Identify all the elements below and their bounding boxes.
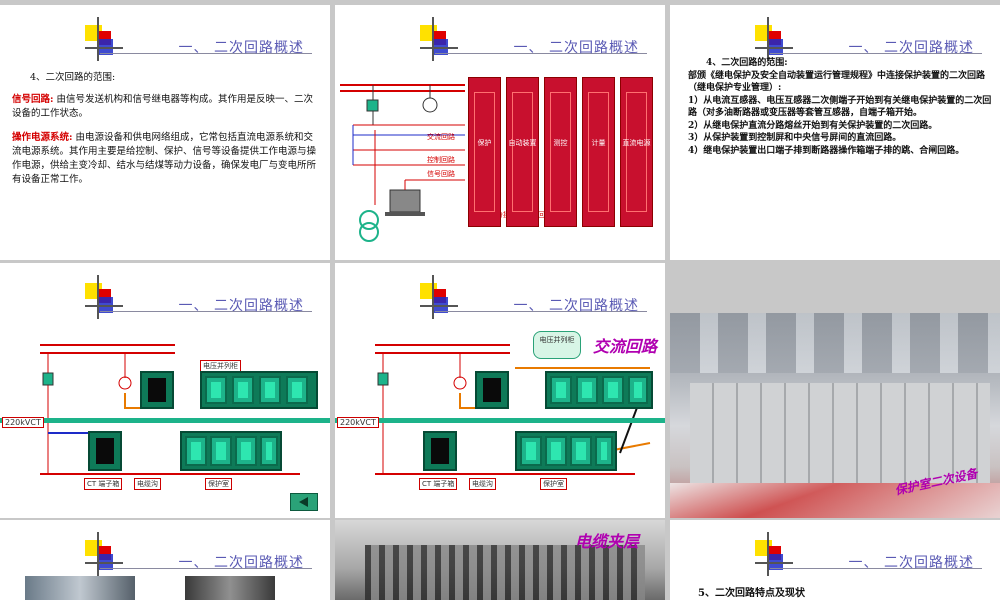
scope-line-0: 部颁《继电保护及安全自动装置运行管理规程》中连接保护装置的二次回路（继电保护专业… (688, 70, 986, 94)
panel-bubble: 电压并列柜 (533, 331, 581, 359)
slide-body: 4、二次回路的范围: 信号回路: 由信号发送机构和信号继电器等构成。其作用是反映… (12, 71, 320, 187)
voltage-tag: 220kVCT (337, 417, 379, 428)
slide-1[interactable]: 一、 二次回路概述 4、二次回路的范围: 信号回路: 由信号发送机构和信号继电器… (0, 5, 330, 260)
scope-line-4: 4）继电保护装置出口端子排到断路器操作箱端子排的跳、合闸回路。 (688, 145, 965, 156)
slide-5[interactable]: 一、 二次回路概述 电压并列柜 交流回路 220kVCT CT 端子箱 电缆沟 … (335, 263, 665, 518)
slide-4[interactable]: 一、 二次回路概述 电压并列柜 220kVCT CT 端子箱 电缆沟 保护室 (0, 263, 330, 518)
scope-line-2: 2）从继电保护直流分路熔丝开始到有关保护装置的二次回路。 (688, 120, 938, 131)
prev-slide-button[interactable] (290, 493, 318, 511)
slide-title: 一、 二次回路概述 (513, 298, 639, 314)
photo-right (185, 576, 275, 600)
slide-title: 一、 二次回路概述 (848, 40, 974, 56)
circuit-diagram (340, 84, 465, 242)
slide-logo (420, 275, 460, 321)
slide-2[interactable]: 一、 二次回路概述 交流回路 控制回路 信号回路 主主变分接开关调节回路 保护 … (335, 5, 665, 260)
cabinet-automation: 自动装置 (506, 77, 539, 227)
cabinet-row: 保护 自动装置 测控 计量 直流电源 (468, 77, 663, 247)
power-term: 操作电源系统: (12, 132, 73, 143)
title-rule (770, 53, 982, 54)
slide-title: 一、 二次回路概述 (848, 555, 974, 571)
slide-logo (85, 532, 125, 578)
title-rule (435, 53, 647, 54)
section-heading: 5、二次回路特点及现状 (698, 588, 805, 599)
red-floor-stripe (670, 483, 1000, 518)
panel-row-upper (545, 371, 653, 409)
panel-row-upper (200, 371, 318, 409)
slide-title: 一、 二次回路概述 (178, 555, 304, 571)
cabinet-rows (690, 383, 990, 483)
power-paragraph: 操作电源系统: 由电源设备和供电网络组成，它常包括直流电源系统和交流电源系统。其… (12, 131, 320, 187)
cabinet-dark-lower (423, 431, 457, 471)
cable-trench-tag: 电缆沟 (134, 478, 161, 490)
bus-diagram (40, 344, 175, 473)
cabinet-metering: 计量 (582, 77, 615, 227)
photo-caption: 电缆夹层 (574, 532, 639, 551)
panel-row-lower (515, 431, 617, 471)
slide-body: 4、二次回路的范围: 部颁《继电保护及安全自动装置运行管理规程》中连接保护装置的… (688, 57, 992, 157)
cabinet-dc-power: 直流电源 (620, 77, 653, 227)
title-rule (100, 53, 312, 54)
scope-line-3: 3）从保护装置到控制屏和中央信号屏间的直流回路。 (688, 133, 902, 143)
ct-terminal-tag: CT 端子箱 (419, 478, 458, 490)
signal-paragraph: 信号回路: 由信号发送机构和信号继电器等构成。其作用是反映一、二次设备的工作状态… (12, 93, 320, 121)
title-rule (100, 568, 312, 569)
cabinet-dark-lower (88, 431, 122, 471)
section-heading: 4、二次回路的范围: (706, 58, 788, 68)
title-rule (100, 311, 312, 312)
slide-logo (755, 17, 795, 63)
ceiling-lights (670, 313, 1000, 373)
cabinet-dark-upper (475, 371, 509, 409)
cabinet-measure-control: 测控 (544, 77, 577, 227)
protection-room-tag: 保护室 (205, 478, 232, 490)
cabinet-protection: 保护 (468, 77, 501, 227)
slide-logo (755, 532, 795, 578)
slide-title: 一、 二次回路概述 (178, 40, 304, 56)
signal-text: 由信号发送机构和信号继电器等构成。其作用是反映一、二次设备的工作状态。 (12, 94, 314, 119)
slide-7[interactable]: 一、 二次回路概述 (0, 520, 330, 600)
voltage-tag: 220kVCT (2, 417, 44, 428)
slide-logo (85, 275, 125, 321)
cabinet-dark-upper (140, 371, 174, 409)
slide-3[interactable]: 一、 二次回路概述 4、二次回路的范围: 部颁《继电保护及安全自动装置运行管理规… (670, 5, 1000, 260)
photo-left (25, 576, 135, 600)
ac-circuit-caption: 交流回路 (593, 337, 658, 356)
signal-term: 信号回路: (12, 94, 54, 105)
cable-trays (365, 545, 645, 600)
ct-terminal-tag: CT 端子箱 (84, 478, 123, 490)
slide-title: 一、 二次回路概述 (513, 40, 639, 56)
cable-trench-tag: 电缆沟 (469, 478, 496, 490)
protection-room-tag: 保护室 (540, 478, 567, 490)
slide-logo (420, 17, 460, 63)
panel-row-lower (180, 431, 282, 471)
power-text: 由电源设备和供电网络组成，它常包括直流电源系统和交流电源系统。其作用主要是给控制… (12, 132, 317, 185)
slide-logo (85, 17, 125, 63)
slide-6-photo[interactable]: 保护室二次设备 (670, 313, 1000, 518)
ac-circuit-label: 交流回路 (427, 133, 455, 141)
slide-8-photo[interactable]: 电缆夹层 (335, 520, 665, 600)
slide-9[interactable]: 一、 二次回路概述 5、二次回路特点及现状 (670, 520, 1000, 600)
section-heading: 4、二次回路的范围: (30, 72, 116, 83)
signal-circuit-label: 信号回路 (427, 170, 455, 178)
title-rule (435, 311, 647, 312)
slide-title: 一、 二次回路概述 (178, 298, 304, 314)
scope-line-1: 1）从电流互感器、电压互感器二次侧端子开始到有关继电保护装置的二次回路（对多油断… (688, 95, 992, 119)
control-circuit-label: 控制回路 (427, 156, 455, 164)
title-rule (770, 568, 982, 569)
